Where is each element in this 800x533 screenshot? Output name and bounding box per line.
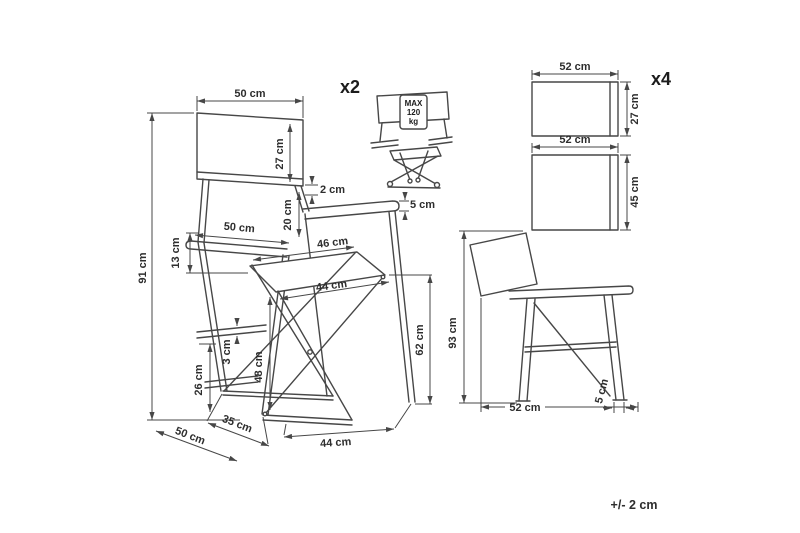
dim-armrest-to-seat-label: 13 cm [170,237,182,268]
stretcher-lower [204,375,259,389]
fabric-quantity-label: x4 [651,69,671,89]
leg-left-rear [197,241,228,392]
dim-base-width: 44 cm [283,403,412,450]
dim-panel2-height-label: 45 cm [629,176,641,207]
side-armrest-bar [508,285,634,300]
mini-scissor [390,155,439,185]
main-chair-dimensions: 50 cm 91 cm 27 cm 2 cm 20 cm 50 cm [137,77,435,462]
side-feet [515,399,628,402]
dim-back-width-label: 50 cm [234,88,265,100]
dim-frame-bar: 3 cm [221,318,240,365]
mini-rear-legs [399,150,429,181]
dim-side-height: 93 cm [447,230,523,404]
max-load-line2: 120 [407,108,421,117]
dim-armrest-height-label: 62 cm [414,324,426,355]
dim-stretcher-height-label: 26 cm [193,364,205,395]
backrest-hem [196,171,304,180]
dim-depth-seat-label: 35 cm [220,413,254,435]
max-load-line3: kg [409,117,418,126]
dim-panel1-width: 52 cm [531,61,619,80]
dim-seat-rear-width-label: 46 cm [316,235,349,251]
dim-panel1-height-label: 27 cm [629,93,641,124]
chair-quantity-label: x2 [340,77,360,97]
dim-side-height-label: 93 cm [447,317,459,348]
dim-back-width: 50 cm [196,88,304,118]
fabric-panels: 52 cm 27 cm x4 52 cm 45 cm [531,61,671,231]
dim-total-height: 91 cm [137,112,240,421]
dim-back-gap-label: 2 cm [320,184,345,196]
mini-foot [433,181,441,189]
dim-depth-total: 50 cm [155,425,238,462]
mini-posts [379,118,448,142]
dim-armrest-length: 50 cm [194,221,290,245]
dim-panel2-width-label: 52 cm [559,134,590,146]
mini-seat [389,146,442,161]
dim-armrest-thickness: 5 cm [399,192,435,220]
back-post-left [197,178,210,244]
mini-foot [386,180,394,188]
dim-seat-height-label: 48 cm [253,351,265,382]
dim-armrest-length-label: 50 cm [223,221,255,236]
max-load-line1: MAX [405,99,423,108]
dim-armrest-height: 62 cm [389,274,433,405]
dim-seat-height: 48 cm [253,297,273,410]
armrest-right [302,200,400,220]
leg-right-rear [304,213,328,397]
rear-scissor [223,252,356,397]
stretcher-upper [196,324,267,339]
floor-bar-rear [222,390,334,401]
backrest-panel [196,112,304,187]
side-backrest [469,232,538,297]
backrest-fabric-panel [531,81,619,137]
mini-armrest-right [428,136,453,146]
max-load-tag [399,94,428,130]
dim-back-to-armrest-label: 20 cm [282,199,294,230]
tolerance-note: +/- 2 cm [611,498,658,512]
dim-base-width-label: 44 cm [320,436,352,450]
dim-side-depth-label: 52 cm [509,402,540,414]
side-rear-leg [518,298,536,402]
mini-floor-bar [387,186,441,189]
armrest-left [185,240,288,258]
mini-chair-linework: MAX 120 kg [370,91,453,189]
main-chair-linework [185,112,416,426]
dim-back-height: 27 cm [274,124,293,182]
mini-armrest-left [370,139,399,149]
side-stretcher [524,341,617,353]
mini-foot [407,178,413,184]
dim-back-height-label: 27 cm [274,138,286,169]
dim-seat-rear-width: 46 cm [252,235,355,262]
dim-seat-front-width-label: 44 cm [315,278,348,294]
dim-side-leg-width-label: 5 cm [593,377,611,405]
dim-seat-front-width: 44 cm [279,278,390,301]
dim-panel2-height: 45 cm [620,154,641,231]
dim-panel1-height: 27 cm [620,81,641,137]
joint-cap [262,411,268,417]
dim-stretcher-height: 26 cm [193,343,216,412]
joint-cap [307,349,313,355]
dim-armrest-to-seat: 13 cm [170,232,248,274]
leg-right-front [388,210,416,403]
seat-fabric-panel [531,154,619,231]
dim-back-to-armrest: 20 cm [282,192,302,237]
floor-bar-front [262,414,353,426]
dim-total-height-label: 91 cm [137,252,149,283]
side-view-linework: 93 cm 52 cm 5 cm [447,230,639,414]
dim-frame-bar-label: 3 cm [221,339,233,364]
dim-back-gap: 2 cm [305,176,345,204]
dim-panel2-width: 52 cm [531,134,619,153]
joint-cap [380,274,386,280]
dim-armrest-thickness-label: 5 cm [410,199,435,211]
dim-panel1-width-label: 52 cm [559,61,590,73]
dim-side-depth: 52 cm [480,298,639,414]
mini-foot [415,177,421,183]
